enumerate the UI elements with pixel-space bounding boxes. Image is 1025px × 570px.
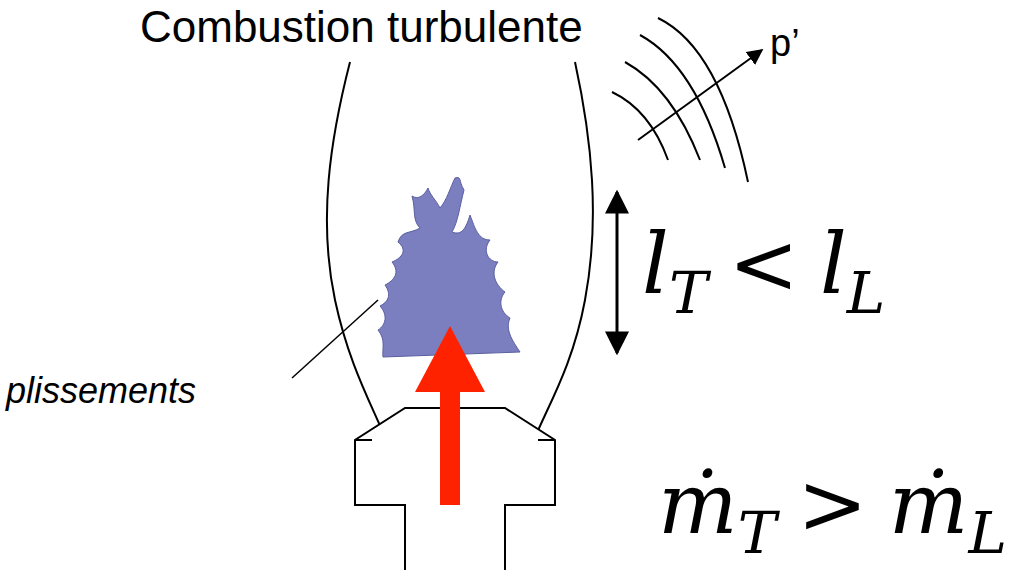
math-symbol: ṁ xyxy=(658,455,738,553)
annotation-label: plissements xyxy=(6,370,196,412)
flow-arrow xyxy=(415,326,485,505)
subscript: T xyxy=(738,499,777,567)
enclosure-line xyxy=(532,62,593,445)
subscript: T xyxy=(669,259,708,327)
enclosure-line xyxy=(327,62,388,445)
pressure-wave xyxy=(612,92,668,160)
leader-line xyxy=(292,300,378,378)
wave-direction-arrow xyxy=(638,50,762,140)
relation-operator: < xyxy=(729,215,799,313)
length-relation: lT<lL xyxy=(642,222,885,322)
length-dimension-arrow xyxy=(616,192,619,353)
math-symbol: l xyxy=(820,215,847,313)
math-symbol: ṁ xyxy=(889,455,969,553)
pressure-wave xyxy=(625,62,700,160)
pressure-wave xyxy=(658,18,748,182)
math-symbol: l xyxy=(642,215,669,313)
subscript: L xyxy=(847,259,886,327)
title: Combustion turbulente xyxy=(140,2,583,52)
massflow-relation: ṁT>ṁL xyxy=(658,462,1007,562)
subscript: L xyxy=(968,499,1007,567)
pressure-wave xyxy=(640,35,725,168)
pressure-label: p’ xyxy=(770,22,800,65)
relation-operator: > xyxy=(797,455,867,553)
